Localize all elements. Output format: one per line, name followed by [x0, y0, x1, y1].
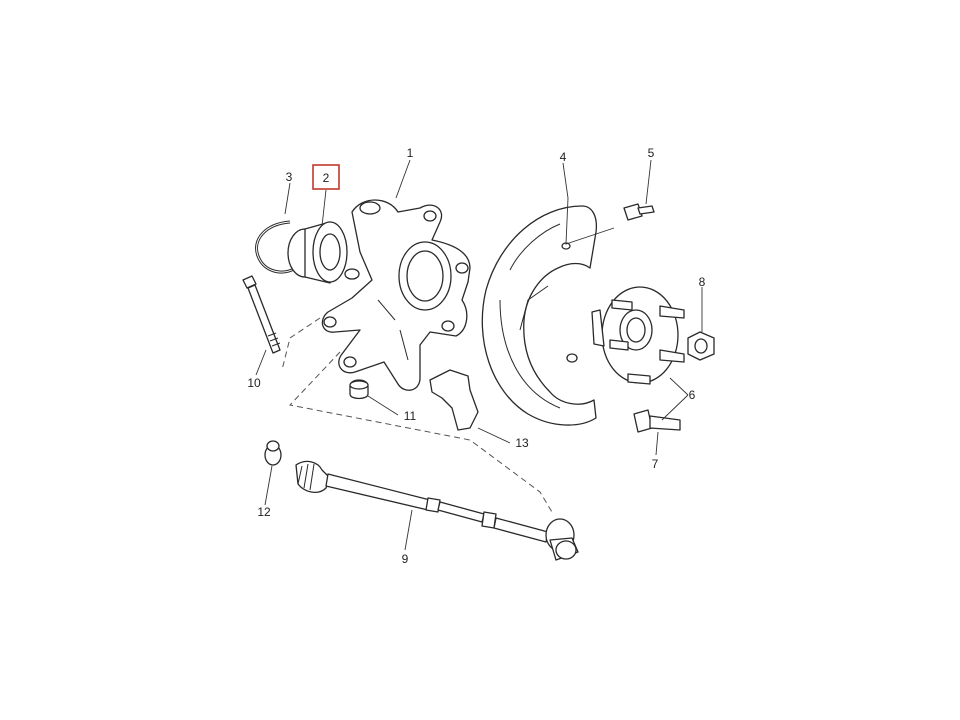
part-5-retaining-screw	[623, 203, 655, 221]
part-3-circlip	[255, 220, 297, 274]
wheel-stud	[609, 299, 685, 385]
callout-12: 12	[257, 505, 271, 519]
wheel-hub-flange	[591, 286, 685, 385]
callout-7: 7	[652, 457, 659, 471]
part-2-wheel-bearing	[287, 221, 348, 284]
callout-leaders	[255, 159, 703, 551]
callout-6: 6	[689, 388, 696, 402]
part-8-wheel-nut	[687, 331, 715, 361]
part-11-grommet	[349, 379, 369, 400]
callout-5: 5	[648, 146, 655, 160]
assembly-guide-lines	[281, 317, 553, 513]
part-10-pinch-bolt	[242, 275, 281, 354]
callout-3: 3	[286, 170, 293, 184]
part-7-wheel-stud	[633, 409, 681, 433]
callout-10: 10	[247, 376, 261, 390]
callout-13: 13	[515, 436, 529, 450]
callout-1: 1	[407, 146, 414, 160]
part-4-dust-shield	[481, 205, 598, 426]
part-1-hub-carrier	[321, 199, 471, 391]
part-12-bush	[264, 440, 282, 466]
callout-9: 9	[402, 552, 409, 566]
callout-labels: 1 2 3 4 5 6 7 8 9 10 11 12 13	[247, 146, 705, 566]
callout-4: 4	[560, 150, 567, 164]
callout-8: 8	[699, 275, 706, 289]
highlight-box	[312, 164, 340, 190]
callout-11: 11	[404, 409, 417, 423]
part-13-bracket	[429, 369, 479, 431]
part-9-track-rod	[295, 460, 579, 561]
callout-2: 2	[323, 171, 330, 185]
